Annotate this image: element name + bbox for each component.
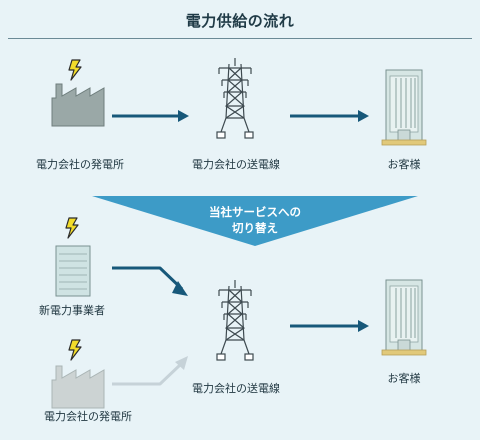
new-energy-tower-icon [55, 245, 91, 297]
switch-banner-arrow [92, 196, 418, 246]
top-pylon-icon [216, 57, 254, 139]
bottom-arrow-new-to-grid [112, 266, 188, 296]
old-source-label: 電力会社の発電所 [44, 410, 132, 423]
title-divider [8, 38, 472, 39]
new-energy-lightning-icon [65, 217, 79, 239]
page-title: 電力供給の流れ [185, 12, 295, 30]
bottom-arrow-grid-to-customer [290, 320, 369, 332]
switch-banner-line1: 当社サービスへの [209, 205, 301, 219]
bottom-pylon-icon [216, 279, 254, 361]
bottom-customer-label: お客様 [387, 372, 421, 385]
bottom-old-power-plant-icon [51, 365, 105, 409]
bottom-customer-building-icon [381, 279, 427, 356]
top-arrow-plant-to-grid [112, 110, 189, 122]
top-customer-building-icon [381, 69, 427, 146]
top-arrow-grid-to-customer [290, 110, 369, 122]
top-source-label: 電力会社の発電所 [36, 158, 124, 171]
top-lightning-icon [68, 59, 82, 81]
bottom-grid-label: 電力会社の送電線 [192, 382, 280, 395]
top-customer-label: お客様 [387, 158, 421, 171]
bottom-arrow-old-to-grid [112, 356, 188, 386]
top-power-plant-icon [51, 83, 105, 127]
new-source-label: 新電力事業者 [39, 304, 105, 317]
switch-banner-text: 当社サービスへの 切り替え [190, 204, 320, 236]
switch-banner-line2: 切り替え [232, 221, 278, 235]
bottom-old-lightning-icon [68, 339, 82, 361]
top-grid-label: 電力会社の送電線 [192, 158, 280, 171]
